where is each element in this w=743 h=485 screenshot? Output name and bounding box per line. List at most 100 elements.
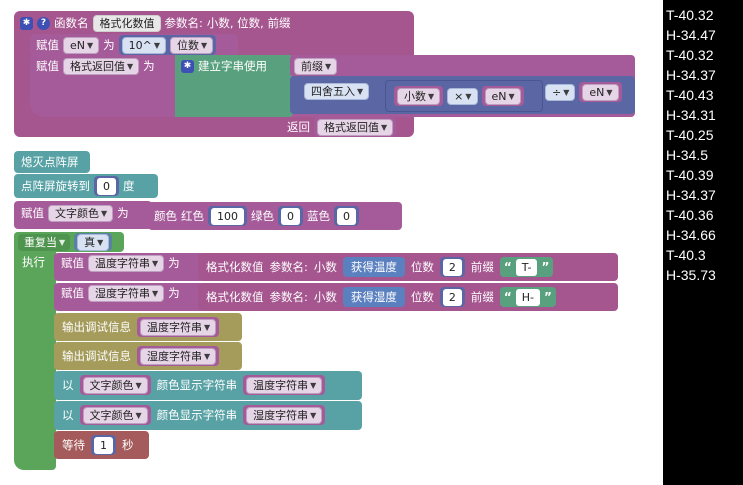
text-field-temp[interactable]: T- — [515, 258, 538, 276]
var-dropdown-en[interactable]: eN▼ — [63, 36, 100, 54]
var-block-en-3[interactable]: eN▼ — [579, 82, 622, 102]
rotate-value-field[interactable]: 0 — [97, 177, 116, 195]
var-dropdown-en-3[interactable]: eN▼ — [582, 83, 619, 101]
chevron-down-icon: ▼ — [204, 351, 211, 361]
green-value-field[interactable]: 0 — [281, 207, 300, 225]
get-temp-block[interactable]: 获得温度 — [342, 257, 405, 277]
red-value-field[interactable]: 100 — [211, 207, 244, 225]
var-block-en[interactable]: eN▼ — [481, 86, 524, 106]
prefix-var-block[interactable]: 前缀▼ — [290, 55, 342, 77]
params-label: 参数名: — [164, 16, 203, 30]
var-dropdown-temp-str[interactable]: 温度字符串▼ — [88, 254, 165, 272]
math-pow-block[interactable]: 10^▼ 位数▼ — [118, 35, 217, 55]
return-var-block[interactable]: 格式返回值▼ — [314, 117, 397, 137]
chevron-down-icon: ▼ — [87, 40, 94, 50]
bool-dropdown[interactable]: 真▼ — [77, 233, 110, 251]
divide-dropdown[interactable]: ÷▼ — [545, 83, 576, 101]
chevron-down-icon: ▼ — [508, 91, 515, 101]
var-dropdown-text-color[interactable]: 文字颜色▼ — [48, 204, 114, 222]
var-block-hum-str-3[interactable]: 湿度字符串▼ — [243, 405, 326, 425]
var-dropdown-color-2[interactable]: 文字颜色▼ — [82, 406, 148, 424]
assign-hum-block[interactable]: 赋值 湿度字符串▼ 为 — [54, 283, 204, 311]
gear-icon[interactable]: ✱ — [181, 59, 194, 73]
chevron-down-icon: ▼ — [135, 410, 142, 420]
build-string-block[interactable]: ✱ 建立字串使用 — [175, 55, 293, 117]
help-icon[interactable]: ? — [37, 16, 50, 30]
chevron-down-icon: ▼ — [153, 40, 161, 50]
show-hum-block[interactable]: 以 文字颜色▼ 颜色显示字符串 湿度字符串▼ — [54, 401, 362, 430]
blue-value-field[interactable]: 0 — [337, 207, 356, 225]
var-block-temp-str-3[interactable]: 温度字符串▼ — [243, 375, 326, 395]
repeat-header[interactable]: 重复当▼ 真▼ — [14, 232, 124, 252]
debug-hum-block[interactable]: 输出调试信息 湿度字符串▼ — [54, 342, 242, 370]
pow-dropdown[interactable]: 10^▼ — [121, 36, 167, 54]
chevron-down-icon: ▼ — [563, 87, 570, 97]
repeat-while-block[interactable] — [14, 232, 56, 470]
digits-value-field[interactable]: 2 — [442, 288, 462, 306]
green-number-block[interactable]: 0 — [278, 206, 303, 226]
chevron-down-icon: ▼ — [127, 61, 134, 71]
round-dropdown[interactable]: 四舍五入▼ — [304, 82, 370, 100]
var-block-color-2[interactable]: 文字颜色▼ — [79, 405, 151, 425]
var-dropdown-color-1[interactable]: 文字颜色▼ — [82, 376, 148, 394]
params-label: 参数名: — [269, 290, 308, 304]
assign-en-block[interactable]: 赋值 eN▼ 为 10^▼ 位数▼ — [30, 34, 238, 56]
var-dropdown-hum-str-3[interactable]: 湿度字符串▼ — [246, 406, 323, 424]
as-label: 为 — [143, 59, 155, 73]
call-format-hum-block[interactable]: 格式化数值 参数名: 小数 获得湿度 位数 2 前缀 “ H- ” — [198, 283, 618, 311]
var-block-decimal[interactable]: 小数▼ — [394, 86, 444, 106]
quote-open-icon: “ — [503, 290, 512, 304]
var-dropdown-digits[interactable]: 位数▼ — [170, 36, 214, 54]
var-dropdown-prefix[interactable]: 前缀▼ — [294, 57, 338, 75]
text-block-hum[interactable]: “ H- ” — [499, 287, 556, 307]
red-number-block[interactable]: 100 — [208, 206, 247, 226]
color-rgb-block[interactable]: 颜色 红色 100 绿色 0 蓝色 0 — [148, 202, 402, 230]
var-dropdown-temp-str-2[interactable]: 温度字符串▼ — [140, 318, 217, 336]
text-field-hum[interactable]: H- — [515, 288, 541, 306]
multiply-block[interactable]: 小数▼ ×▼ eN▼ — [385, 80, 543, 112]
var-dropdown-return[interactable]: 格式返回值▼ — [317, 118, 394, 136]
wait-value-field[interactable]: 1 — [94, 436, 113, 454]
digits-value-field[interactable]: 2 — [442, 258, 462, 276]
times-dropdown[interactable]: ×▼ — [447, 87, 478, 105]
func-name-field[interactable]: 格式化数值 — [92, 14, 161, 32]
repeat-dropdown[interactable]: 重复当▼ — [18, 233, 71, 251]
get-hum-block[interactable]: 获得湿度 — [342, 287, 405, 307]
gear-icon[interactable]: ✱ — [20, 16, 33, 30]
show-temp-block[interactable]: 以 文字颜色▼ 颜色显示字符串 温度字符串▼ — [54, 371, 362, 400]
divide-row: ÷▼ eN▼ — [545, 82, 622, 102]
debug-temp-block[interactable]: 输出调试信息 温度字符串▼ — [54, 313, 242, 341]
digits-number-block[interactable]: 2 — [439, 257, 465, 277]
var-dropdown-format[interactable]: 格式返回值▼ — [63, 57, 140, 75]
text-block-temp[interactable]: “ T- ” — [499, 257, 554, 277]
params-label: 参数名: — [269, 260, 308, 274]
output-line: T-40.32 — [666, 7, 714, 23]
var-block-temp-str[interactable]: 温度字符串▼ — [137, 317, 220, 337]
blue-number-block[interactable]: 0 — [334, 206, 359, 226]
assign-color-block[interactable]: 赋值 文字颜色▼ 为 — [14, 201, 152, 229]
build-string-label: 建立字串使用 — [198, 59, 267, 73]
wait-block[interactable]: 等待 1 秒 — [54, 431, 149, 459]
rotate-number-block[interactable]: 0 — [94, 176, 119, 196]
matrix-clear-block[interactable]: 熄灭点阵屏 — [14, 151, 90, 173]
digits-number-block[interactable]: 2 — [439, 287, 465, 307]
chevron-down-icon: ▼ — [152, 288, 159, 298]
var-dropdown-en-2[interactable]: eN▼ — [484, 87, 521, 105]
call-name: 格式化数值 — [206, 290, 264, 304]
var-block-color-1[interactable]: 文字颜色▼ — [79, 375, 151, 395]
var-dropdown-hum-str[interactable]: 湿度字符串▼ — [88, 284, 165, 302]
matrix-rotate-block[interactable]: 点阵屏旋转到 0 度 — [14, 174, 158, 198]
var-block-hum-str[interactable]: 湿度字符串▼ — [137, 346, 220, 366]
chevron-down-icon: ▼ — [59, 237, 66, 247]
logic-true-block[interactable]: 真▼ — [74, 233, 113, 251]
call-format-temp-block[interactable]: 格式化数值 参数名: 小数 获得温度 位数 2 前缀 “ T- ” — [198, 253, 618, 281]
chevron-down-icon: ▼ — [310, 380, 317, 390]
debug-label: 输出调试信息 — [62, 320, 131, 334]
wait-number-block[interactable]: 1 — [91, 435, 116, 455]
with-label: 以 — [62, 378, 74, 392]
var-dropdown-temp-str-3[interactable]: 温度字符串▼ — [246, 376, 323, 394]
var-dropdown-decimal[interactable]: 小数▼ — [397, 87, 441, 105]
assign-temp-block[interactable]: 赋值 温度字符串▼ 为 — [54, 253, 204, 281]
param-decimal-label: 小数 — [313, 260, 337, 274]
var-dropdown-hum-str-2[interactable]: 湿度字符串▼ — [140, 347, 217, 365]
